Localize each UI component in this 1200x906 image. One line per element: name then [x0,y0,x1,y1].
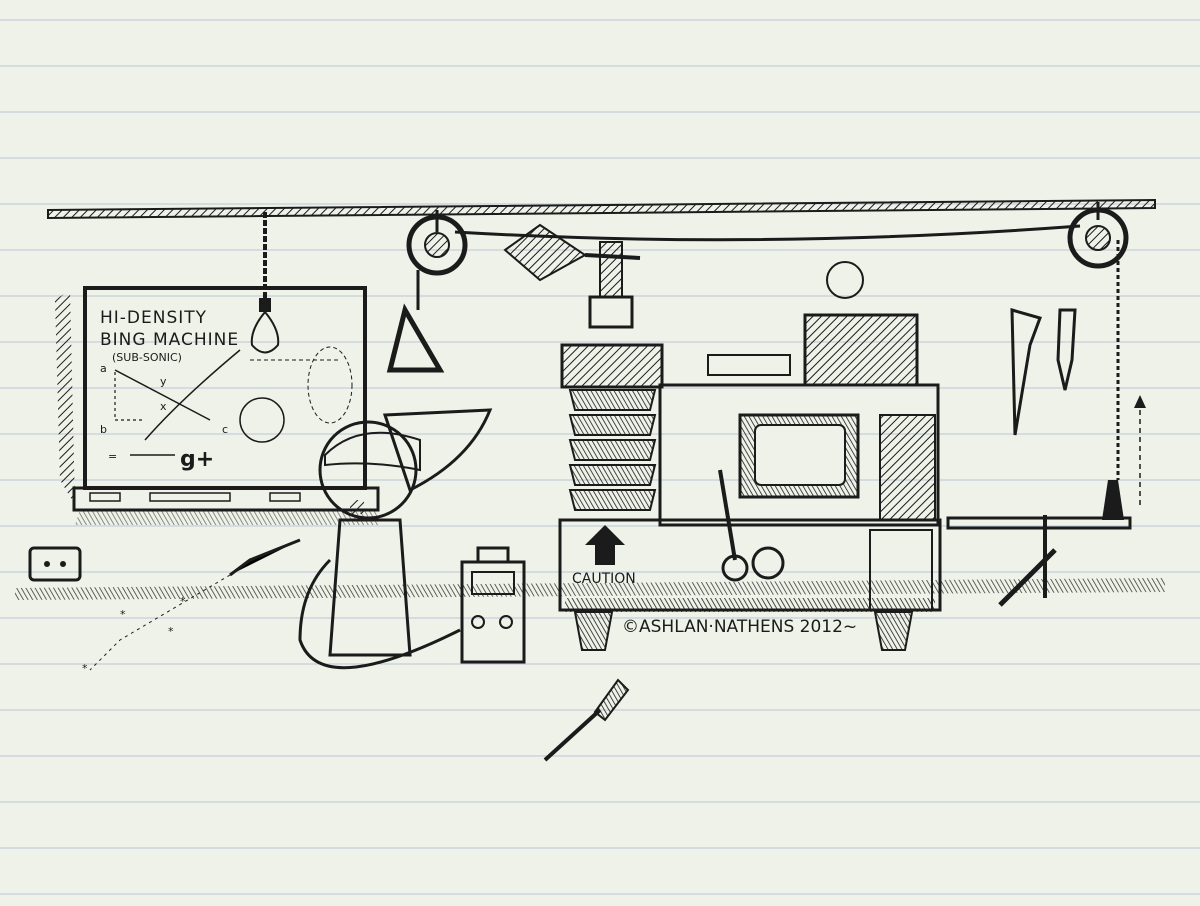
pulley-wheel-left [386,210,468,373]
spark-a: * [120,608,126,621]
pulley-wheel-right [1067,202,1146,520]
chalkboard-label-x: x [160,400,167,413]
chalkboard-logo: g+ [180,447,214,472]
chalkboard-label-y: y [160,375,167,388]
chalkboard-label-a: a [100,362,107,375]
chalkboard-label-b: b [100,423,107,436]
side-table [946,515,1132,607]
caution-label: CAUTION [572,571,636,587]
screwdriver-icon [543,678,630,762]
spark-b: * [180,595,186,608]
chalkboard [55,286,380,525]
spark-c: * [168,625,174,638]
ceiling-beam [47,198,1156,220]
artist-signature: ©ASHLAN·NATHENS 2012~ [622,617,857,637]
power-supply-box [460,546,526,664]
floor-line [15,578,1165,600]
bing-machine [503,223,942,651]
spark-d: * [82,662,88,675]
hanging-light-bulb-icon [250,212,280,354]
wrench-icon [1056,308,1077,391]
chalkboard-title-line-3: (SUB-SONIC) [112,351,182,364]
chalkboard-title-line-1: HI-DENSITY [100,308,207,328]
chalkboard-label-eq: = [108,450,117,463]
welder-robot: * * * * [82,408,493,675]
chalkboard-label-c: c [222,423,228,436]
saw-icon [1010,307,1042,436]
wall-outlet-icon [28,546,82,582]
chalkboard-title-line-2: BING MACHINE [100,330,239,350]
